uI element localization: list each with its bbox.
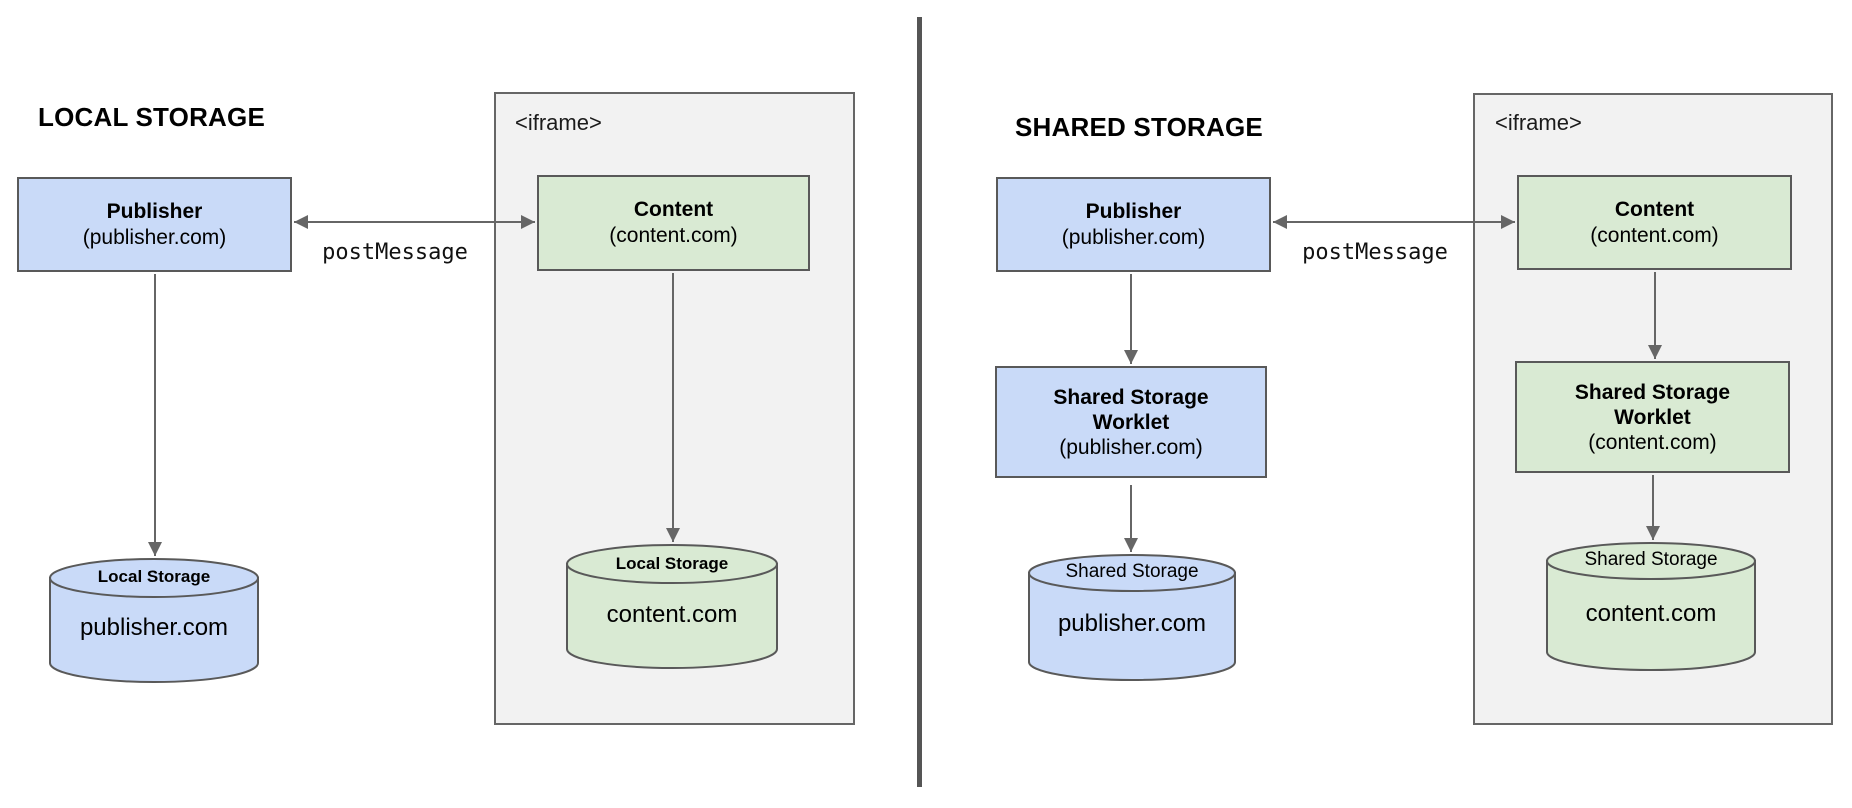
right-content-storage-label: Shared Storage [1584,549,1718,570]
right-content-name: Content [1614,197,1695,221]
left-content-storage-cylinder [566,544,778,669]
right-content-worklet-box: Shared Storage Worklet (content.com) [1515,361,1790,473]
right-publisher-box: Publisher (publisher.com) [996,177,1271,272]
right-publisher-storage-cylinder [1028,554,1236,681]
left-publisher-name: Publisher [106,199,203,223]
right-publisher-storage-origin: publisher.com [1057,610,1207,637]
right-content-origin: (content.com) [1590,223,1719,247]
right-iframe-label: <iframe> [1495,110,1582,135]
right-publisher-worklet-line2: Worklet [1092,410,1170,434]
panel-divider [917,17,922,787]
right-publisher-name: Publisher [1085,199,1182,223]
right-content-worklet-origin: (content.com) [1588,430,1717,454]
left-publisher-storage-label: Local Storage [97,567,211,586]
right-panel-title: SHARED STORAGE [1015,112,1263,142]
left-publisher-origin: (publisher.com) [82,225,227,249]
right-content-storage-origin: content.com [1585,600,1717,627]
left-publisher-storage-origin: publisher.com [79,614,229,641]
left-panel-title: LOCAL STORAGE [38,102,265,132]
right-postmessage-label: postMessage [1302,240,1448,265]
left-postmessage-label: postMessage [322,240,468,265]
right-publisher-origin: (publisher.com) [1061,225,1206,249]
left-publisher-box: Publisher (publisher.com) [17,177,292,272]
right-publisher-worklet-box: Shared Storage Worklet (publisher.com) [995,366,1267,478]
left-content-name: Content [633,198,714,221]
right-content-storage-cylinder [1546,542,1756,671]
left-content-origin: (content.com) [609,224,738,247]
left-publisher-storage-cylinder [49,558,259,683]
right-publisher-worklet-origin: (publisher.com) [1059,435,1203,459]
right-publisher-worklet-line1: Shared Storage [1053,385,1209,409]
left-iframe-label: <iframe> [515,110,602,135]
right-content-worklet-line1: Shared Storage [1574,380,1731,404]
left-content-storage-label: Local Storage [615,554,729,573]
left-content-storage-origin: content.com [606,601,738,628]
right-content-box: Content (content.com) [1517,175,1792,270]
right-publisher-storage-label: Shared Storage [1065,561,1199,582]
left-content-box: Content (content.com) [537,175,810,271]
right-content-worklet-line2: Worklet [1614,405,1691,429]
